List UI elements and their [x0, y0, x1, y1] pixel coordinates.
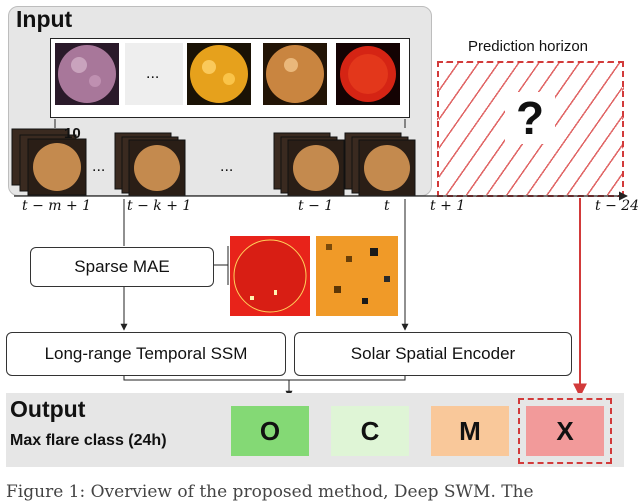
output-subtitle: Max flare class (24h) — [10, 432, 167, 449]
wavelength-ellipsis: ... — [146, 65, 160, 82]
frame-stack-2 — [114, 132, 186, 197]
tick-label-t-plus-1: t + 1 — [430, 198, 466, 214]
timeline-ellipsis: ... — [220, 158, 234, 175]
class-o: O — [231, 406, 309, 456]
class-x: X — [526, 406, 604, 456]
sun-image-orange — [187, 43, 251, 105]
figure-caption: Figure 1: Overview of the proposed metho… — [6, 482, 534, 502]
prediction-question-mark: ? — [505, 92, 555, 144]
feature-map-red — [230, 236, 310, 316]
output-panel — [6, 393, 624, 467]
prediction-horizon-label: Prediction horizon — [467, 38, 589, 55]
input-title: Input — [16, 6, 73, 32]
sun-image-purple — [55, 43, 119, 105]
tick-label-t-minus-1: t − 1 — [298, 198, 334, 214]
sun-image-amber — [263, 43, 327, 105]
frame-stack-4 — [344, 132, 416, 197]
output-title: Output — [10, 396, 86, 422]
sparse-mae-box: Sparse MAE — [30, 247, 214, 287]
tick-label-t-minus-k-plus-1: t − k + 1 — [127, 198, 192, 214]
frame-stack-1 — [11, 128, 87, 196]
feature-map-orange — [316, 236, 398, 316]
temporal-ssm-box: Long-range Temporal SSM — [6, 332, 286, 376]
class-c: C — [331, 406, 409, 456]
tick-label-t-minus-m-plus-1: t − m + 1 — [22, 198, 92, 214]
stack-count: 10 — [64, 125, 81, 142]
sun-image-red — [336, 43, 400, 105]
class-m: M — [431, 406, 509, 456]
frame-stack-3 — [273, 132, 345, 197]
wavelength-gap — [125, 43, 183, 105]
tick-label-t: t — [384, 198, 390, 214]
class-x-highlight — [518, 398, 612, 464]
timeline-ellipsis: ... — [92, 158, 106, 175]
tick-label-t-minus-24: t − 24 — [595, 198, 640, 214]
spatial-encoder-box: Solar Spatial Encoder — [294, 332, 572, 376]
